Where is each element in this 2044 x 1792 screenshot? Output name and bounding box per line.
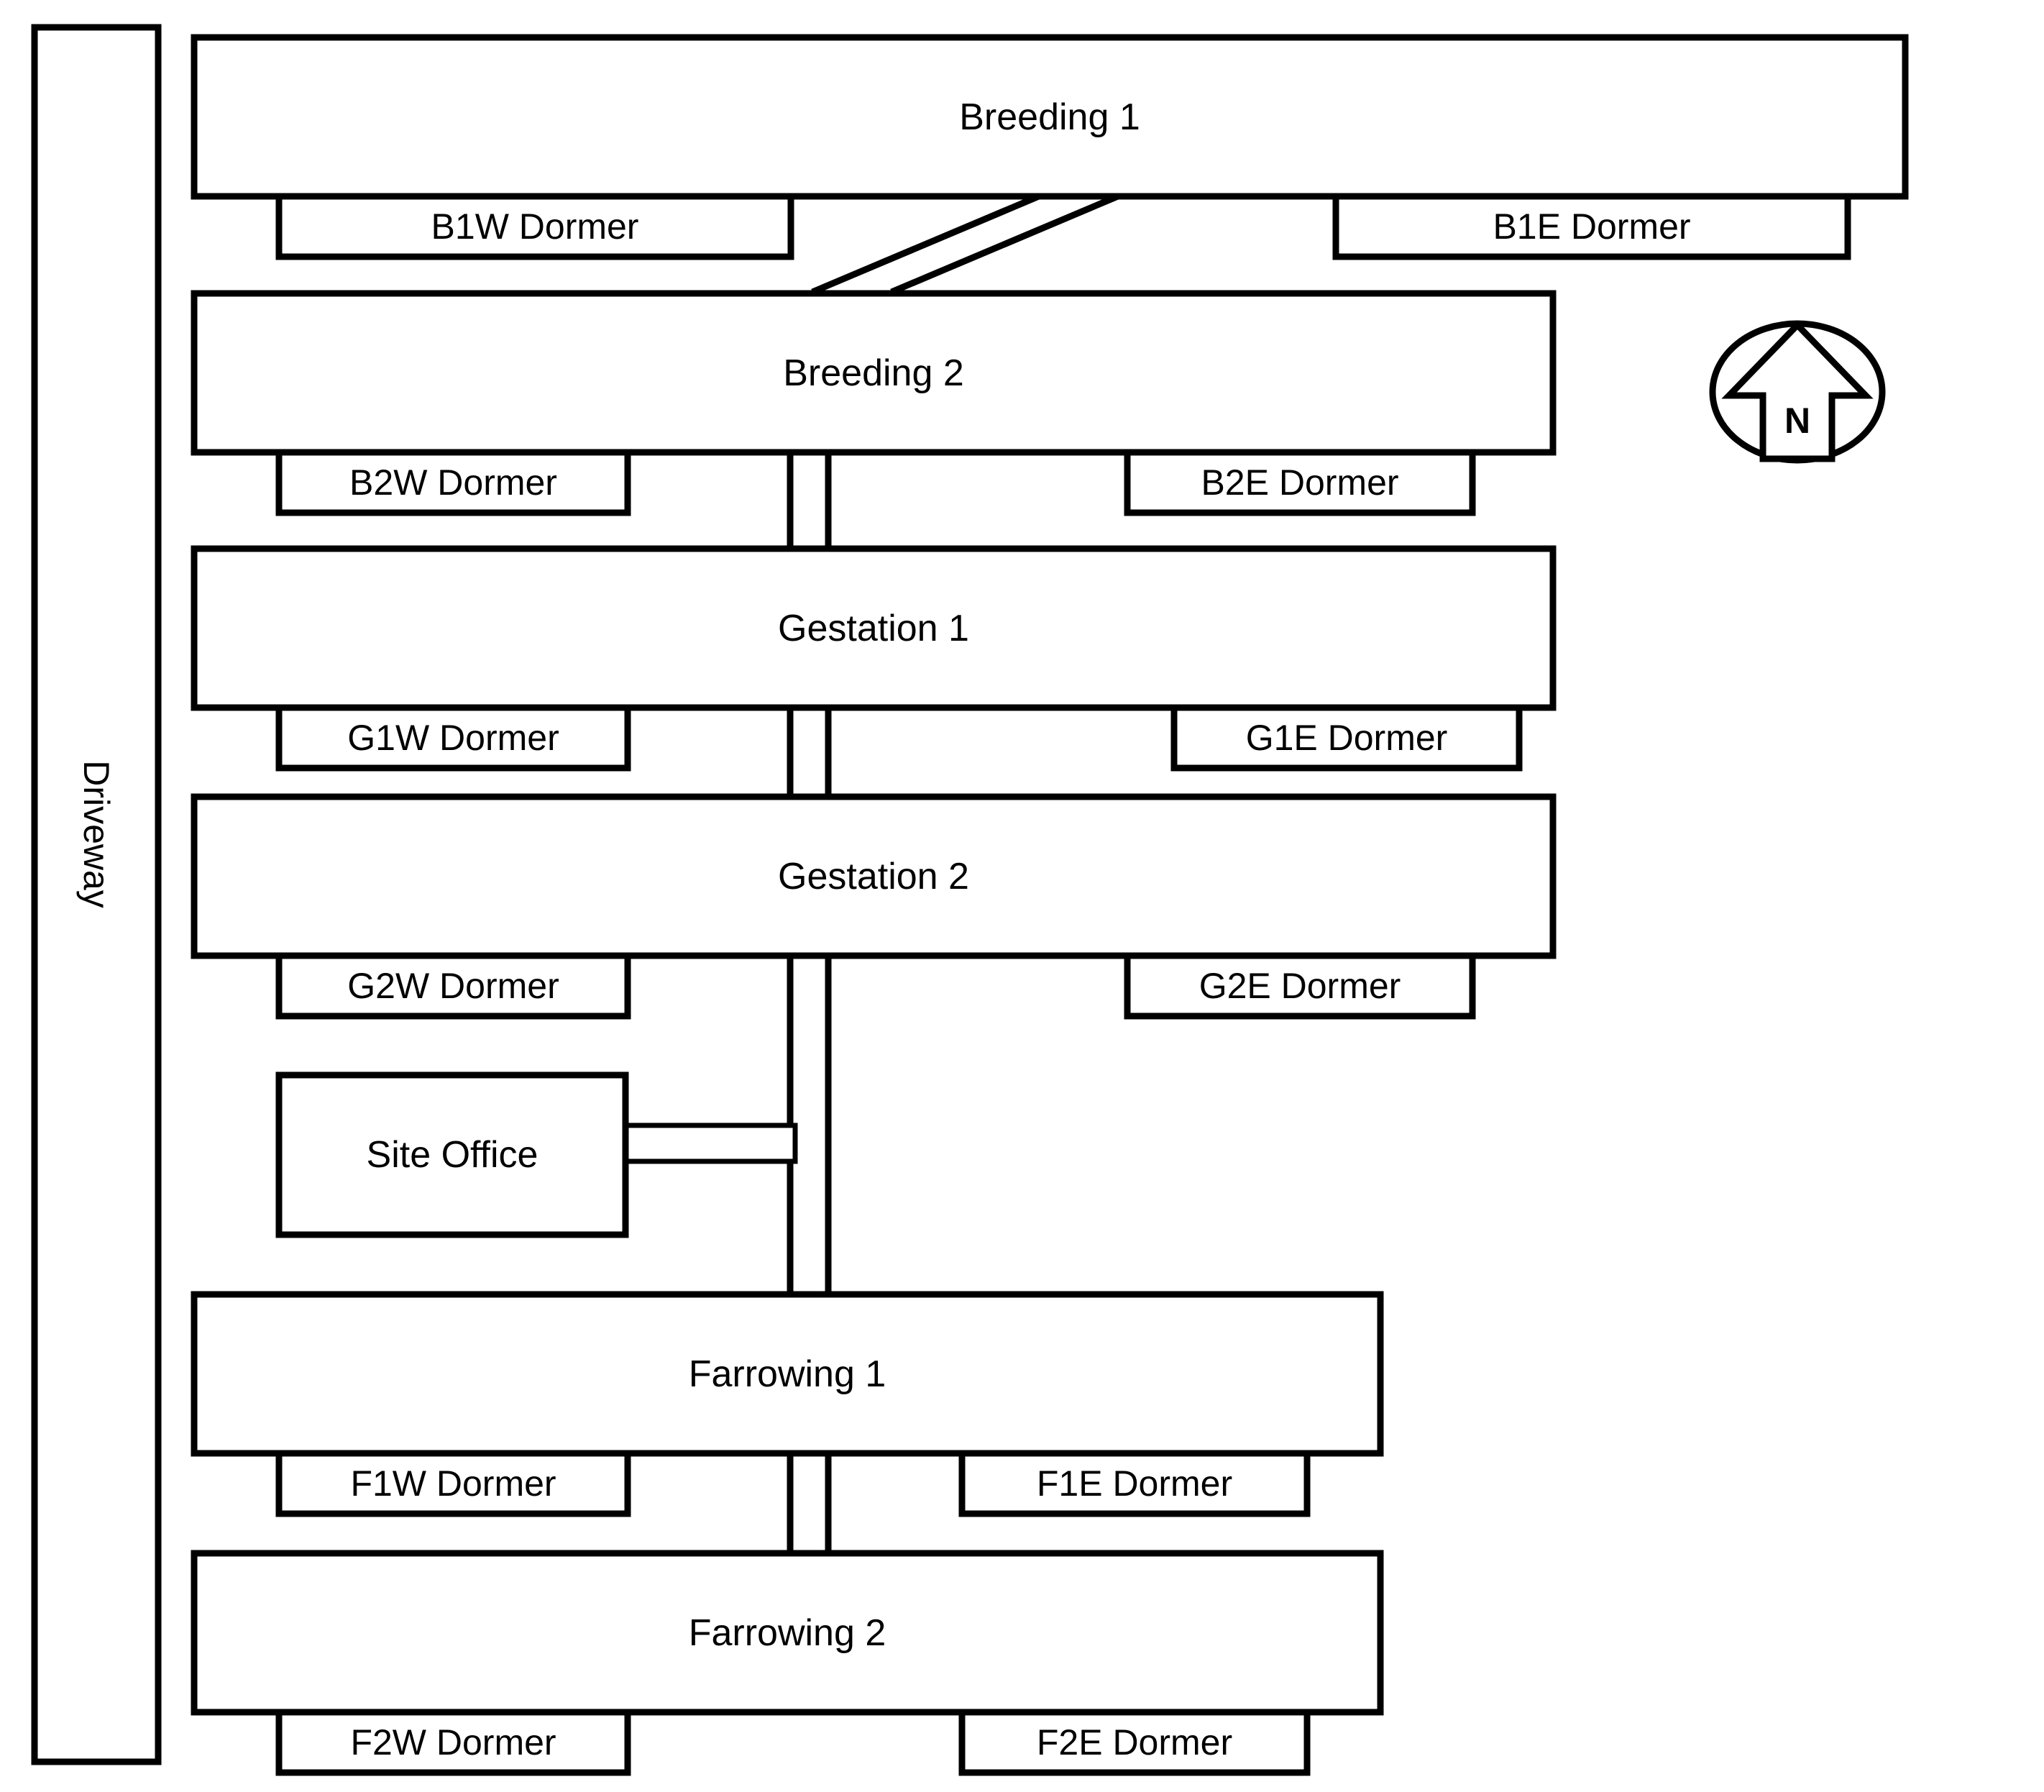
dormer-rect-f1e[interactable] — [958, 1450, 1311, 1517]
driveway-label: Driveway — [76, 760, 116, 908]
building-rect-farrowing-1[interactable] — [191, 1291, 1384, 1457]
building-rect-farrowing-2[interactable] — [191, 1550, 1384, 1716]
dormer-label-g1w: G1W Dormer — [347, 718, 559, 758]
site-office-rect[interactable] — [275, 1071, 629, 1238]
dormer-rect-b2e[interactable] — [1124, 449, 1476, 516]
dormer-label-f1e: F1E Dormer — [1036, 1463, 1233, 1504]
north-arrow-icon — [1709, 320, 1886, 464]
diagonal-corridor-wall-right — [890, 191, 1124, 296]
dormer-rect-g1e[interactable] — [1170, 704, 1523, 772]
dormer-label-g1e: G1E Dormer — [1245, 718, 1448, 758]
dormer-label-b1w: B1W Dormer — [431, 206, 639, 247]
building-rect-gestation-1[interactable] — [191, 545, 1557, 711]
building-label-gestation-2: Gestation 2 — [778, 855, 969, 897]
building-rect-breeding-2[interactable] — [191, 290, 1557, 456]
site-office-label: Site Office — [366, 1134, 539, 1176]
dormer-label-b2w: B2W Dormer — [349, 462, 557, 503]
dormer-label-g2w: G2W Dormer — [347, 966, 559, 1006]
building-label-gestation-1: Gestation 1 — [778, 607, 969, 649]
dormer-label-g2e: G2E Dormer — [1199, 966, 1401, 1006]
dormer-rect-b2w[interactable] — [275, 449, 631, 516]
dormer-label-b1e: B1E Dormer — [1493, 206, 1691, 247]
dormer-rect-b1w[interactable] — [275, 193, 794, 260]
dormer-label-f2w: F2W Dormer — [350, 1722, 556, 1763]
north-arrow-label: N — [1784, 401, 1811, 441]
dormer-rect-g2w[interactable] — [275, 952, 631, 1020]
dormer-label-f1w: F1W Dormer — [350, 1463, 556, 1504]
dormer-rect-f2w[interactable] — [275, 1709, 631, 1776]
dormer-label-b2e: B2E Dormer — [1201, 462, 1399, 503]
site-office-connector — [620, 1123, 798, 1164]
dormer-rect-g2e[interactable] — [1124, 952, 1476, 1020]
dormer-rect-f1w[interactable] — [275, 1450, 631, 1517]
building-label-farrowing-1: Farrowing 1 — [688, 1353, 886, 1395]
building-rect-breeding-1[interactable] — [191, 34, 1909, 200]
dormer-rect-g1w[interactable] — [275, 704, 631, 772]
dormer-rect-f2e[interactable] — [958, 1709, 1311, 1776]
driveway-rect[interactable] — [31, 24, 162, 1765]
building-label-breeding-2: Breeding 2 — [783, 352, 964, 394]
dormer-rect-b1e[interactable] — [1332, 193, 1851, 260]
building-label-farrowing-2: Farrowing 2 — [688, 1612, 886, 1654]
dormer-label-f2e: F2E Dormer — [1036, 1722, 1233, 1763]
building-label-breeding-1: Breeding 1 — [959, 96, 1140, 138]
diagonal-corridor-wall-left — [811, 191, 1045, 296]
building-rect-gestation-2[interactable] — [191, 793, 1557, 959]
